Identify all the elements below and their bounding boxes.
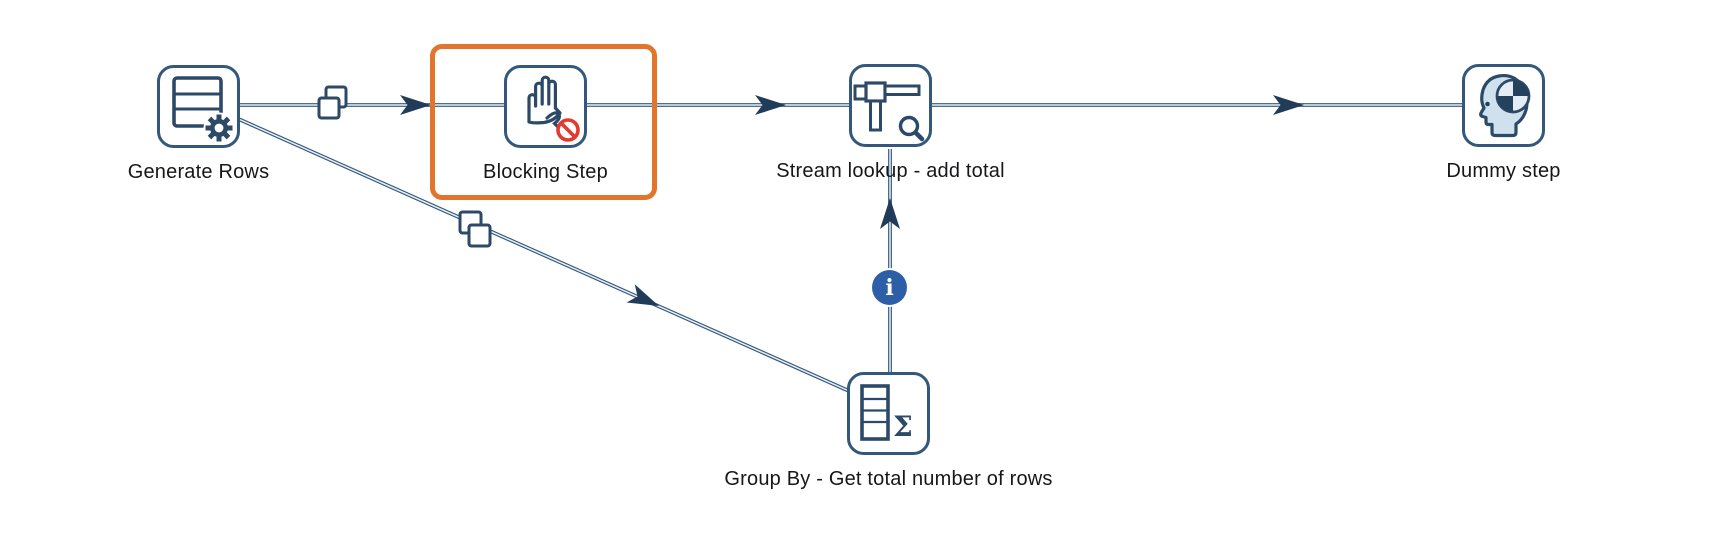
tee-pipe-icon (853, 81, 921, 132)
crash-dummy-quadrant-icon (1495, 78, 1531, 114)
prohibition-icon (556, 118, 580, 142)
hop-streamlookup-to-dummy[interactable] (931, 95, 1463, 115)
step-dummy-step[interactable]: Dummy step (1446, 64, 1560, 182)
step-label: Stream lookup - add total (776, 160, 1005, 182)
blocking-step-icon (504, 65, 587, 148)
step-generate-rows[interactable]: Generate Rows (128, 65, 269, 183)
copy-rows-icon (315, 85, 350, 122)
rows-table-icon (860, 384, 890, 441)
magnifier-icon (898, 115, 925, 142)
hop-generate-to-groupby[interactable] (233, 115, 850, 393)
step-label: Generate Rows (127, 161, 270, 183)
dummy-step-icon (1462, 64, 1545, 147)
info-glyph: i (885, 274, 894, 301)
stop-hand-icon (527, 75, 562, 130)
step-label: Blocking Step (483, 161, 608, 183)
generate-rows-icon (157, 65, 240, 148)
group-by-icon: Σ (847, 372, 930, 455)
stream-lookup-icon (849, 64, 932, 147)
hop-blocking-to-streamlookup[interactable] (585, 95, 850, 115)
copy-rows-icon (457, 210, 493, 250)
hop-groupby-to-streamlookup[interactable] (880, 149, 900, 372)
info-stream-icon: i (872, 270, 907, 305)
step-blocking-step[interactable]: Blocking Step (483, 65, 608, 183)
hop-generate-to-blocking[interactable] (236, 95, 506, 115)
step-label: Dummy step (1446, 160, 1561, 182)
sigma-icon: Σ (893, 410, 913, 443)
step-stream-lookup[interactable]: Stream lookup - add total (776, 64, 1005, 182)
step-label: Group By - Get total number of rows (724, 468, 1053, 490)
step-group-by[interactable]: Σ Group By - Get total number of rows (724, 372, 1052, 490)
